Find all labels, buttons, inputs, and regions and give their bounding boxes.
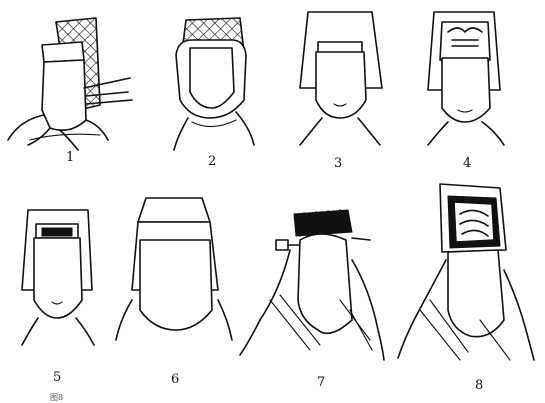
figure-1-drawing — [7, 17, 133, 151]
figure-label-4: 4 — [463, 156, 472, 171]
figure-label-5: 5 — [53, 370, 62, 385]
figure-caption: 图8 — [50, 393, 64, 402]
figure-label-3: 3 — [334, 156, 343, 171]
figure-5-drawing — [21, 209, 95, 346]
figure-label-6: 6 — [171, 372, 180, 387]
figure-3-drawing — [299, 11, 383, 146]
figure-label-8: 8 — [475, 378, 484, 393]
figure-label-7: 7 — [317, 375, 326, 390]
figure-7-drawing — [239, 209, 385, 361]
figure-8-drawing — [397, 183, 535, 361]
figure-6-drawing — [115, 197, 233, 341]
figure-2-drawing — [173, 17, 255, 151]
figure-4-drawing — [427, 11, 505, 146]
figure-label-1: 1 — [66, 150, 75, 165]
figure-label-2: 2 — [208, 154, 217, 169]
